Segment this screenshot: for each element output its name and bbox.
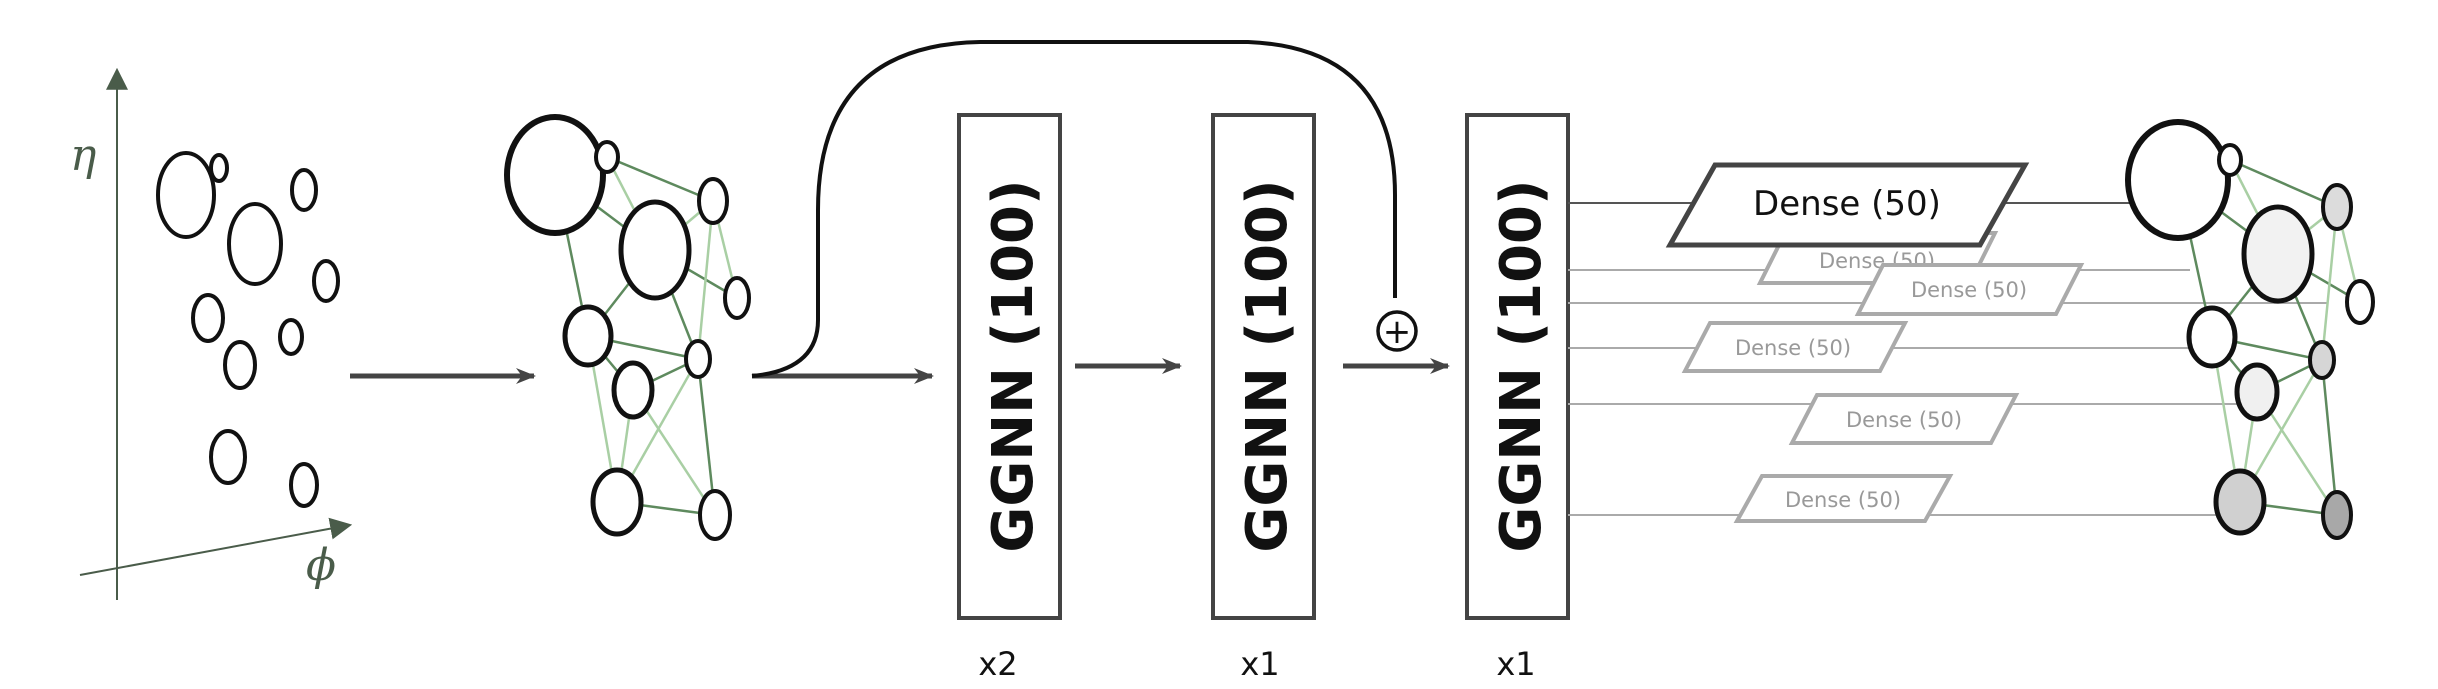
dense-head-box [1665,162,2030,248]
graph-node [2125,119,2231,241]
particle-circle [289,462,319,508]
add-symbol: + [1383,312,1412,352]
ggnn-block-2: GGNN (100) x1 [1211,113,1316,683]
graph-node [590,467,644,537]
graph-node [2321,490,2353,540]
dense-head-box [1854,263,2085,316]
ggnn-block-multiplier: x1 [1496,645,1535,683]
ggnn-block-1: GGNN (100) x2 [957,113,1062,683]
graph-node [504,114,606,236]
dense-head-box [1681,321,1909,373]
graph-node [618,199,692,301]
graph-edge [2229,158,2338,209]
particle-circle [290,168,318,212]
ggnn-block-label: GGNN (100) [1235,179,1300,552]
graph-node [611,360,655,420]
skip-connection [751,40,1397,378]
ggnn-block-multiplier: x1 [1240,645,1279,683]
ggnn-block-label: GGNN (100) [981,179,1046,552]
input-point-cloud: η ϕ [70,67,353,600]
graph-edge [2320,359,2339,516]
dense-head-label: Dense (50) [1753,184,1941,224]
particle-circle [209,429,247,485]
graph-node [2241,204,2315,304]
graph-node [594,140,620,174]
ggnn-block-box [1465,113,1570,620]
graph-node [2213,468,2267,536]
dense-head-label: Dense (50) [1846,408,1962,432]
ggnn-block-box [957,113,1062,620]
add-node [1376,310,1418,352]
particle-circle [209,153,229,183]
graph-node [2217,143,2243,177]
graph-node [2186,305,2238,369]
ggnn-block-multiplier: x2 [978,645,1017,683]
dense-head-ghost-2: Dense (50) [1854,263,2085,316]
dense-head-ghost-5: Dense (50) [1733,474,1954,523]
x-axis [79,517,353,576]
dense-head-ghost-4: Dense (50) [1788,393,2020,445]
graph-edge [606,155,714,203]
graph-node [562,304,614,368]
graph-node [2345,279,2375,325]
output-graph [2125,119,2375,540]
input-graph [504,114,751,541]
ggnn-block-3: GGNN (100) x1 [1465,113,1570,683]
graph-node [684,339,712,379]
graph-node [2321,183,2353,231]
particle-circle [227,202,283,286]
particle-circles [156,151,340,508]
ggnn-block-label: GGNN (100) [1489,179,1554,552]
particle-circle [191,293,225,343]
particle-circle [223,340,257,390]
dense-head-ghost-3: Dense (50) [1681,321,1909,373]
particle-circle [278,318,304,356]
particle-circle [156,151,216,239]
graph-node [698,489,732,541]
dense-head-box [1788,393,2020,445]
graph-node [2308,340,2336,380]
x-axis-label: ϕ [306,540,336,591]
y-axis-label: η [70,130,96,181]
graph-edge [2320,206,2339,361]
graph-edge [696,200,715,360]
ggnn-block-box [1211,113,1316,620]
dense-head-box [1733,474,1954,523]
dense-head-label: Dense (50) [1911,278,2027,302]
dense-head-main: Dense (50) [1665,162,2030,248]
particle-circle [312,259,340,303]
graph-edge [696,358,717,516]
graph-node [697,177,729,225]
graph-nodes [504,114,751,541]
graph-node [2234,362,2280,422]
graph-node [723,276,751,320]
graph-nodes [2125,119,2375,540]
dense-head-label: Dense (50) [1735,336,1851,360]
dense-head-label: Dense (50) [1785,488,1901,512]
